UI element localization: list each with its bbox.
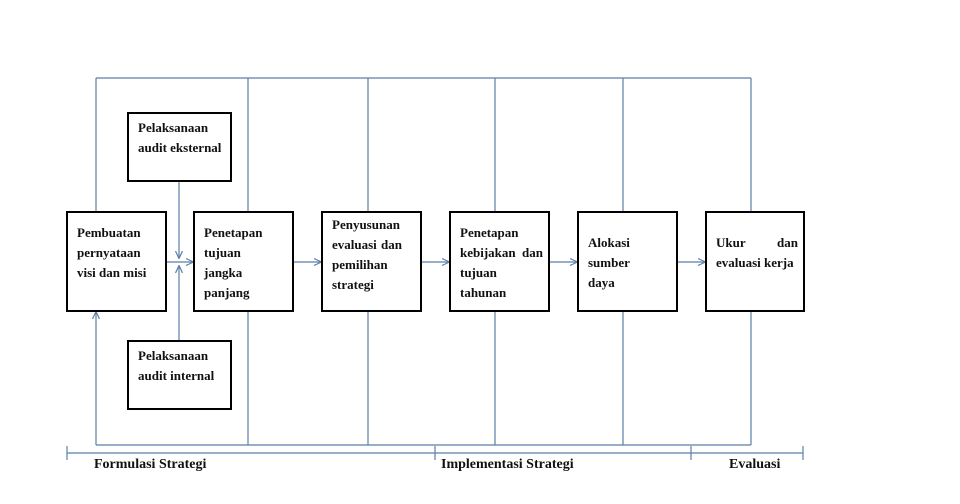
long-term-goals-label: Penetapan tujuan jangka panjang	[204, 225, 263, 300]
internal-audit-label: Pelaksanaan audit internal	[138, 348, 215, 383]
internal-audit-box: Pelaksanaan audit internal	[127, 340, 232, 410]
resource-allocation-label: Alokasi sumber daya	[588, 235, 630, 290]
external-audit-label: Pelaksanaan audit eksternal	[138, 120, 222, 155]
strategy-evaluation-label: Penyusunan evaluasi dan pemilihan strate…	[332, 217, 402, 292]
bottom-feedback-bar	[96, 312, 752, 446]
annual-policy-label: Penetapan kebijakan dan tujuan tahunan	[460, 225, 543, 300]
vision-mission-box: Pembuatan pernyataan visi dan misi	[66, 211, 167, 312]
phase-evaluation-label: Evaluasi	[729, 457, 781, 472]
resource-allocation-box: Alokasi sumber daya	[577, 211, 678, 312]
strategy-evaluation-box: Penyusunan evaluasi dan pemilihan strate…	[321, 211, 422, 312]
measure-evaluate-box: Ukur dan evaluasi kerja	[705, 211, 805, 312]
phase-implementation-label: Implementasi Strategi	[441, 457, 574, 472]
long-term-goals-box: Penetapan tujuan jangka panjang	[193, 211, 294, 312]
top-feedback-bar	[95, 77, 752, 212]
external-audit-box: Pelaksanaan audit eksternal	[127, 112, 232, 182]
phase-formulation-label: Formulasi Strategi	[94, 457, 207, 472]
annual-policy-box: Penetapan kebijakan dan tujuan tahunan	[449, 211, 550, 312]
vision-mission-label: Pembuatan pernyataan visi dan misi	[77, 225, 147, 280]
measure-evaluate-label: Ukur dan evaluasi kerja	[716, 235, 798, 270]
phase-timeline	[66, 446, 804, 460]
